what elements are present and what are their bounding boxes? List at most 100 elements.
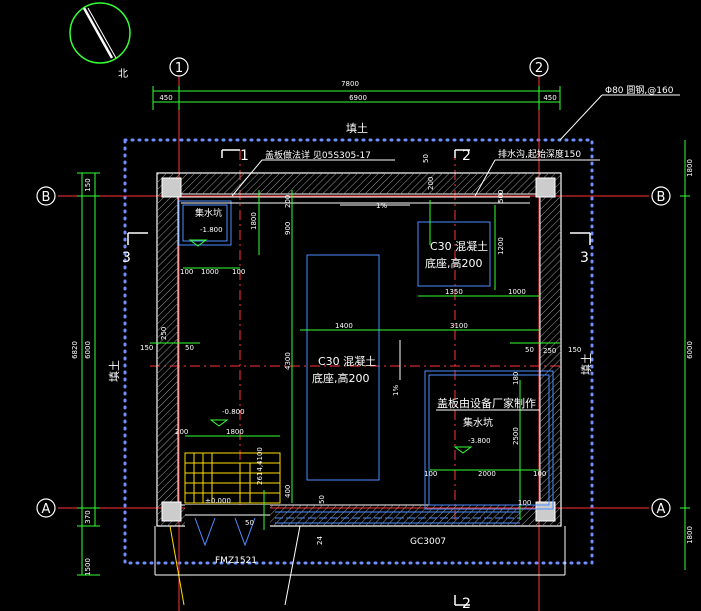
dim-100-a: 100 — [180, 268, 193, 276]
slope-label-top: 1% — [376, 202, 387, 210]
north-arrow — [69, 2, 131, 64]
door-level: ±0.000 — [205, 497, 231, 505]
dim-2000: 2000 — [478, 470, 496, 478]
dim-200-a: 200 — [284, 195, 292, 208]
cover-note: 盖板做法详 见05S305-17 — [265, 149, 371, 161]
dim-1200: 1200 — [497, 237, 505, 255]
dim-left-6000: 6000 — [84, 341, 92, 359]
svg-text:B: B — [657, 190, 666, 205]
dim-150-left: 150 — [140, 344, 153, 352]
drain-note: 排水沟,起始深度150 — [498, 148, 581, 160]
drain-channel — [181, 196, 541, 420]
dim-250-right: 250 — [543, 347, 556, 355]
dim-right-1800-top: 1800 — [686, 159, 694, 177]
dim-top-right: 450 — [543, 94, 556, 102]
dim-100-e: 100 — [518, 499, 531, 507]
dim-left-total: 6820 — [71, 341, 79, 359]
dim-50-c: 50 — [245, 519, 254, 527]
c30-small-line1: C30 混凝土 — [430, 239, 488, 253]
sump-small-level: -1.800 — [200, 226, 223, 234]
dim-1350: 1350 — [445, 288, 463, 296]
dim-1800-step: 1800 — [226, 428, 244, 436]
svg-text:A: A — [657, 502, 666, 517]
dim-1000-c30: 1000 — [508, 288, 526, 296]
section-mark-2-bottom — [454, 595, 470, 606]
walls — [156, 172, 562, 527]
door-opening — [154, 505, 566, 606]
dim-top-left: 450 — [159, 94, 172, 102]
dim-3100: 3100 — [450, 322, 468, 330]
dim-100-d: 100 — [533, 470, 546, 478]
fill-label-right: 填土 — [579, 353, 593, 375]
dim-900: 900 — [284, 222, 292, 235]
grid-bubble-a-left: A — [36, 498, 56, 518]
dim-100-c: 100 — [424, 470, 437, 478]
dim-50-right: 50 — [525, 346, 534, 354]
dim-200-step: 200 — [175, 428, 188, 436]
grid-bubble-1: 1 — [169, 57, 189, 77]
level-markers — [188, 239, 473, 454]
excavation-boundary — [123, 138, 594, 565]
dim-1800-sump: 1800 — [250, 212, 258, 230]
dim-100-b: 100 — [232, 268, 245, 276]
dim-50-bot: 50 — [318, 495, 326, 504]
dim-400-a: 400 — [284, 485, 292, 498]
section-label-1: 1 — [240, 148, 249, 164]
dim-180: 180 — [512, 372, 520, 385]
north-label: 北 — [118, 68, 128, 80]
section-mark-3-right — [570, 232, 591, 245]
dim-250-left: 250 — [160, 327, 168, 340]
rebar-note: Φ80 圆钢,@160 — [605, 84, 674, 96]
grid-bubble-2: 2 — [529, 57, 549, 77]
section-label-3-left: 3 — [122, 250, 131, 266]
section-label-3-right: 3 — [580, 250, 589, 266]
section-mark-1 — [221, 149, 240, 158]
dim-50-top: 50 — [422, 154, 430, 163]
c30-big-line1: C30 混凝土 — [318, 354, 376, 368]
dim-left-1500: 1500 — [84, 558, 92, 576]
dim-200-b: 200 — [427, 177, 435, 190]
c30-big-line2: 底座,高200 — [312, 371, 370, 385]
section-label-2-bottom: 2 — [462, 596, 471, 611]
slope-arrows — [340, 204, 410, 380]
step-level: -0.800 — [222, 408, 245, 416]
sump-big-label: 集水坑 — [463, 416, 493, 429]
fill-label-left: 填土 — [107, 360, 121, 382]
window-gc3007 — [275, 511, 520, 524]
dim-2614-4100: 2614,4100 — [256, 447, 264, 485]
grid-bubble-b-left: B — [36, 186, 56, 206]
dim-left-370: 370 — [84, 510, 92, 523]
svg-text:A: A — [42, 502, 51, 517]
grid-bubble-a-right: A — [651, 498, 671, 518]
dimension-lines — [77, 86, 690, 576]
stairs — [184, 452, 281, 504]
svg-text:2: 2 — [535, 61, 543, 76]
dim-top-span: 6900 — [349, 94, 367, 102]
sump-big-level: -3.800 — [468, 437, 491, 445]
door-code: FMZ1521 — [215, 556, 257, 566]
equipment-outlines — [178, 200, 554, 510]
dim-right-6000: 6000 — [686, 341, 694, 359]
dim-50-left: 50 — [185, 344, 194, 352]
section-mark-2-top — [454, 149, 470, 158]
dim-left-150: 150 — [84, 178, 92, 191]
grid-bubble-b-right: B — [651, 186, 671, 206]
c30-small-line2: 底座,高200 — [425, 256, 483, 270]
dim-1400: 1400 — [335, 322, 353, 330]
svg-text:1: 1 — [175, 61, 183, 76]
cover-vendor-note: 盖板由设备厂家制作 — [437, 396, 536, 410]
dim-2500: 2500 — [512, 427, 520, 445]
leader-lines — [231, 94, 680, 411]
section-mark-3-left — [127, 232, 148, 245]
dim-1000-pit: 1000 — [201, 268, 219, 276]
window-code: GC3007 — [410, 537, 446, 547]
dim-150-right: 150 — [568, 346, 581, 354]
dim-right-1800-bottom: 1800 — [686, 526, 694, 544]
section-label-2-top: 2 — [462, 148, 471, 164]
svg-text:B: B — [42, 190, 51, 205]
dim-500: 500 — [497, 190, 505, 203]
dim-24: 24 — [316, 536, 324, 545]
dim-4300: 4300 — [284, 352, 292, 370]
slope-label-right: 1% — [392, 385, 400, 396]
